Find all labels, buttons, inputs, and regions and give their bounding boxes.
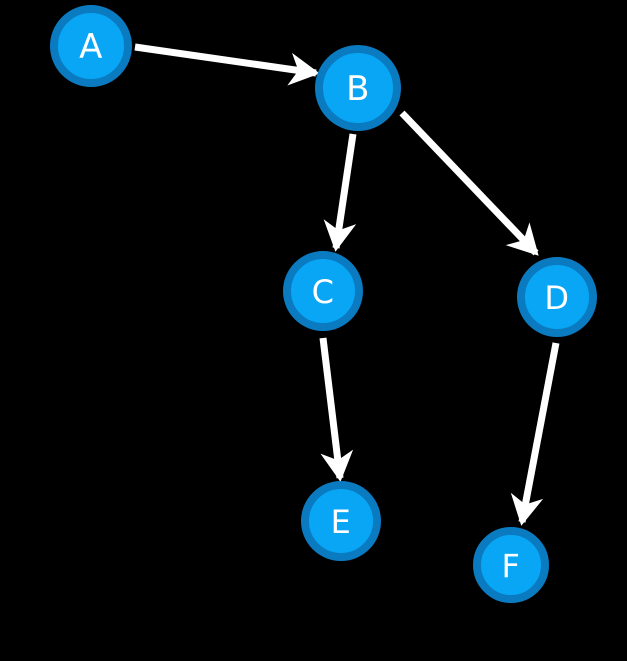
graph-node-e[interactable]: E xyxy=(301,481,381,561)
graph-edge-b-to-c[interactable] xyxy=(323,133,357,252)
node-label-e: E xyxy=(331,503,352,541)
node-circle-e xyxy=(301,481,381,561)
graph-edge-b-to-d[interactable] xyxy=(399,110,539,256)
node-circle-f xyxy=(473,527,549,603)
node-circle-b xyxy=(315,45,401,131)
node-label-b: B xyxy=(346,69,370,109)
node-circle-a xyxy=(50,5,132,87)
node-label-a: A xyxy=(79,27,103,67)
node-label-d: D xyxy=(544,279,569,317)
nodes-layer: A B C D E F xyxy=(50,5,597,603)
graph-edge-d-to-f[interactable] xyxy=(510,342,560,526)
graph-edge-a-to-b[interactable] xyxy=(134,43,320,86)
graph-edge-c-to-e[interactable] xyxy=(319,337,354,482)
graph-node-f[interactable]: F xyxy=(473,527,549,603)
node-label-f: F xyxy=(502,547,521,585)
graph-node-c[interactable]: C xyxy=(283,251,363,331)
node-label-c: C xyxy=(312,273,335,311)
edges-layer xyxy=(134,43,560,526)
graph-node-d[interactable]: D xyxy=(517,257,597,337)
graph-node-b[interactable]: B xyxy=(315,45,401,131)
node-circle-d xyxy=(517,257,597,337)
node-circle-c xyxy=(283,251,363,331)
graph-node-a[interactable]: A xyxy=(50,5,132,87)
